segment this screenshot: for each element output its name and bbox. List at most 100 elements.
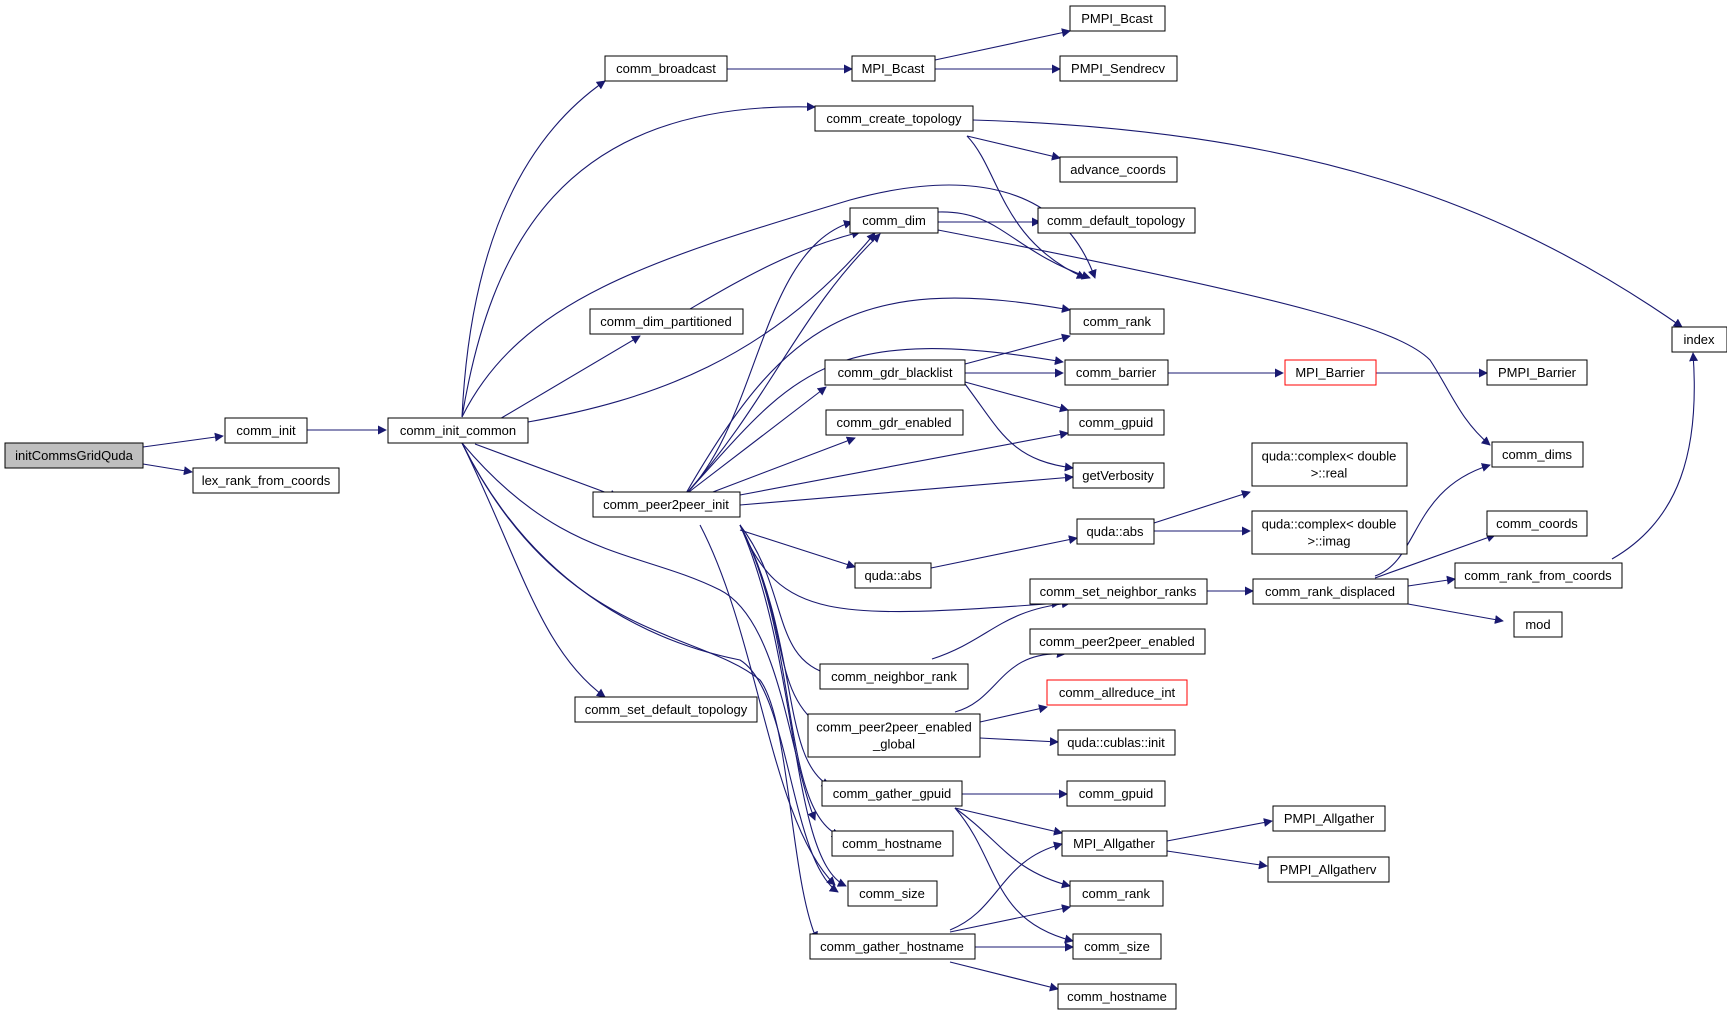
- node-label: comm_gdr_enabled: [837, 415, 952, 430]
- node-label: comm_dim: [862, 213, 926, 228]
- node-comm_peer2peer_enabled[interactable]: comm_peer2peer_enabled: [1029, 628, 1206, 655]
- edge: [1153, 490, 1251, 524]
- node-label: comm_peer2peer_init: [603, 497, 729, 512]
- node-label: comm_gpuid: [1079, 786, 1153, 801]
- node-MPI_Allgather[interactable]: MPI_Allgather: [1061, 830, 1168, 857]
- node-MPI_Bcast[interactable]: MPI_Bcast: [851, 55, 936, 82]
- node-comm_rank_displaced[interactable]: comm_rank_displaced: [1252, 578, 1409, 605]
- node-label: comm_set_neighbor_ranks: [1040, 584, 1197, 599]
- node-comm_peer2peer_init[interactable]: comm_peer2peer_init: [592, 491, 741, 518]
- node-comm_gather_hostname[interactable]: comm_gather_hostname: [809, 933, 976, 960]
- node-label: quda::complex< double: [1262, 449, 1397, 464]
- node-comm_gpuid[interactable]: comm_gpuid: [1067, 409, 1165, 436]
- node-label: comm_barrier: [1076, 365, 1157, 380]
- node-PMPI_Barrier[interactable]: PMPI_Barrier: [1486, 359, 1588, 386]
- node-label: MPI_Allgather: [1073, 836, 1155, 851]
- node-label: mod: [1525, 617, 1550, 632]
- edge: [979, 704, 1048, 723]
- node-comm_init[interactable]: comm_init: [224, 417, 308, 444]
- edge: [461, 80, 606, 418]
- node-advance_coords[interactable]: advance_coords: [1059, 156, 1178, 183]
- node-comm_dims[interactable]: comm_dims: [1491, 441, 1584, 468]
- edge: [739, 524, 847, 887]
- node-comm_coords[interactable]: comm_coords: [1486, 510, 1588, 537]
- node-label: comm_init_common: [400, 423, 516, 438]
- node-complex-real[interactable]: quda::complex< double>::real: [1251, 442, 1408, 487]
- node-label: comm_set_default_topology: [585, 702, 748, 717]
- edge: [739, 524, 831, 787]
- node-comm_neighbor_rank[interactable]: comm_neighbor_rank: [819, 663, 969, 690]
- node-quda-abs-2[interactable]: quda::abs: [854, 562, 932, 589]
- node-index[interactable]: index: [1671, 326, 1727, 353]
- node-mod[interactable]: mod: [1513, 611, 1563, 638]
- edge: [527, 232, 876, 423]
- edge: [684, 386, 827, 496]
- node-comm_hostname-2[interactable]: comm_hostname: [1057, 983, 1177, 1010]
- node-PMPI_Sendrecv[interactable]: PMPI_Sendrecv: [1059, 55, 1178, 82]
- edge: [966, 135, 1086, 279]
- node-label: comm_gather_gpuid: [833, 786, 952, 801]
- node-comm_rank[interactable]: comm_rank: [1069, 308, 1165, 335]
- node-PMPI_Bcast[interactable]: PMPI_Bcast: [1069, 5, 1166, 32]
- node-comm_dim_partitioned[interactable]: comm_dim_partitioned: [589, 308, 744, 335]
- node-label: PMPI_Allgatherv: [1280, 862, 1377, 877]
- node-label: PMPI_Barrier: [1498, 365, 1577, 380]
- node-comm_set_neighbor_ranks[interactable]: comm_set_neighbor_ranks: [1029, 578, 1208, 605]
- node-comm_gpuid-2[interactable]: comm_gpuid: [1066, 780, 1166, 807]
- edge: [972, 119, 1683, 328]
- node-label: getVerbosity: [1082, 468, 1154, 483]
- edge: [461, 442, 817, 821]
- node-label: comm_size: [1084, 939, 1150, 954]
- node-comm_gather_gpuid[interactable]: comm_gather_gpuid: [821, 780, 963, 807]
- node-comm_dim[interactable]: comm_dim: [849, 207, 939, 234]
- node-label: comm_coords: [1496, 516, 1578, 531]
- node-comm_rank-2[interactable]: comm_rank: [1069, 880, 1164, 907]
- edge: [930, 535, 1078, 569]
- node-label: comm_gather_hostname: [820, 939, 964, 954]
- node-label: comm_allreduce_int: [1059, 685, 1176, 700]
- node-lex_rank_from_coords[interactable]: lex_rank_from_coords: [192, 467, 340, 494]
- edge: [1374, 533, 1496, 579]
- node-comm_broadcast[interactable]: comm_broadcast: [604, 55, 728, 82]
- node-PMPI_Allgather[interactable]: PMPI_Allgather: [1272, 805, 1386, 832]
- node-getVerbosity[interactable]: getVerbosity: [1072, 462, 1165, 489]
- node-label: PMPI_Bcast: [1081, 11, 1153, 26]
- node-label: advance_coords: [1070, 162, 1166, 177]
- edge: [966, 135, 1061, 161]
- node-comm_rank_from_coords[interactable]: comm_rank_from_coords: [1454, 562, 1623, 589]
- node-comm_barrier[interactable]: comm_barrier: [1064, 359, 1169, 386]
- node-comm_gdr_enabled[interactable]: comm_gdr_enabled: [825, 409, 964, 436]
- node-PMPI_Allgatherv[interactable]: PMPI_Allgatherv: [1267, 856, 1390, 883]
- edge: [689, 229, 861, 310]
- edge: [1166, 850, 1268, 870]
- node-label: MPI_Barrier: [1295, 365, 1365, 380]
- node-label: >::real: [1311, 466, 1348, 481]
- node-comm_hostname-1[interactable]: comm_hostname: [831, 830, 954, 857]
- edge: [954, 649, 1066, 713]
- node-comm_size-2[interactable]: comm_size: [1072, 933, 1162, 960]
- node-comm_default_topology[interactable]: comm_default_topology: [1037, 207, 1196, 234]
- node-label: _global: [872, 737, 915, 752]
- edge: [461, 102, 816, 418]
- node-complex-imag[interactable]: quda::complex< double>::imag: [1251, 510, 1408, 555]
- node-comm_allreduce_int[interactable]: comm_allreduce_int: [1046, 679, 1188, 706]
- node-label: comm_peer2peer_enabled: [1039, 634, 1194, 649]
- node-comm_set_default_topology[interactable]: comm_set_default_topology: [574, 696, 758, 723]
- node-comm_gdr_blacklist[interactable]: comm_gdr_blacklist: [824, 359, 966, 386]
- edge: [474, 443, 619, 499]
- node-initCommsGridQuda[interactable]: initCommsGridQuda: [4, 442, 144, 469]
- node-label: lex_rank_from_coords: [202, 473, 331, 488]
- node-label: comm_gdr_blacklist: [838, 365, 953, 380]
- edge: [931, 599, 1071, 660]
- node-quda_cublas_init[interactable]: quda::cublas::init: [1057, 729, 1176, 756]
- node-quda-abs-1[interactable]: quda::abs: [1076, 518, 1155, 545]
- node-MPI_Barrier[interactable]: MPI_Barrier: [1284, 359, 1377, 386]
- edge: [937, 229, 1491, 446]
- node-comm_peer2peer_enabled_global[interactable]: comm_peer2peer_enabled_global: [807, 713, 981, 758]
- edge: [739, 524, 1061, 613]
- node-comm_size-1[interactable]: comm_size: [847, 880, 938, 907]
- node-comm_init_common[interactable]: comm_init_common: [387, 417, 529, 444]
- node-comm_create_topology[interactable]: comm_create_topology: [814, 105, 974, 132]
- node-label: comm_broadcast: [616, 61, 716, 76]
